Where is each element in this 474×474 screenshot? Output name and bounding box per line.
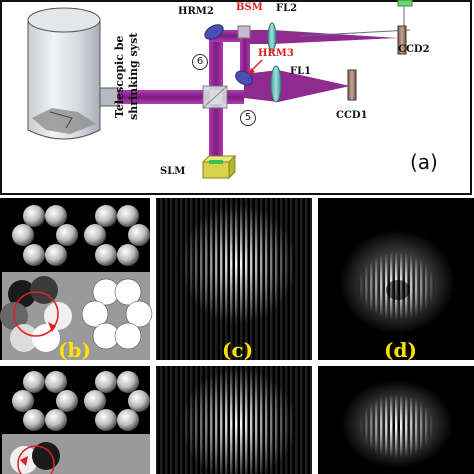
beam-main xyxy=(118,90,210,104)
fl1-label: FL1 xyxy=(290,66,312,77)
marker-6: 6 xyxy=(192,54,208,70)
bsm-label: BSM xyxy=(236,2,263,13)
b-ring-right-2 xyxy=(84,371,150,431)
beam-to-ccd1 xyxy=(244,70,350,102)
ref-line xyxy=(299,29,411,37)
setup-panel: Telescopic be shrinking syst HRM2 BSM FL… xyxy=(0,0,474,198)
fl2-lens xyxy=(267,22,277,52)
b-ring-left xyxy=(12,205,78,266)
b-amplitude-mask-right xyxy=(81,278,153,350)
slm-label: SLM xyxy=(160,166,186,177)
hrm3-mirror xyxy=(235,70,253,86)
hrm2-mirror xyxy=(204,24,224,40)
d-pattern-bottom xyxy=(318,366,474,474)
b-ring-left-2 xyxy=(12,371,78,431)
marker-5: 5 xyxy=(240,110,256,126)
bsm-element xyxy=(237,25,251,39)
setup-frame xyxy=(0,0,472,195)
c-fringes-top xyxy=(156,198,312,360)
beam-up xyxy=(209,34,223,90)
panel-c-label: (c) xyxy=(222,338,254,362)
hrm2-label: HRM2 xyxy=(178,6,214,17)
ccd2-camera xyxy=(397,25,407,55)
ccd2-label: CCD2 xyxy=(398,44,430,55)
d-pattern-top xyxy=(318,198,474,360)
beam-bsm-down xyxy=(240,36,250,76)
telescope-cylinder xyxy=(27,7,119,140)
b-phase-mask-bottom xyxy=(10,442,60,474)
panel-b-label: (b) xyxy=(58,338,91,362)
telescope-label-line1: Telescopic be xyxy=(113,35,126,118)
hrm3-label: HRM3 xyxy=(258,48,294,59)
telescope-label-line2: shrinking syst xyxy=(127,32,140,120)
beam-down xyxy=(209,104,223,164)
setup-diagram xyxy=(0,0,472,195)
b-ring-right xyxy=(84,205,150,266)
ccd1-camera xyxy=(347,69,357,101)
b-phase-mask-left xyxy=(0,276,72,352)
panel-d-label: (d) xyxy=(384,338,417,362)
fl1-lens xyxy=(270,65,282,103)
beam-splitter-cube xyxy=(202,85,228,109)
c-fringes-bottom xyxy=(156,366,312,474)
beam-to-ccd2 xyxy=(248,30,398,44)
results-grid xyxy=(0,198,474,474)
fl2-label: FL2 xyxy=(276,3,298,14)
slm-device xyxy=(201,154,237,180)
green-element xyxy=(397,0,413,7)
panel-a-label: (a) xyxy=(410,150,438,174)
ccd1-label: CCD1 xyxy=(336,110,368,121)
